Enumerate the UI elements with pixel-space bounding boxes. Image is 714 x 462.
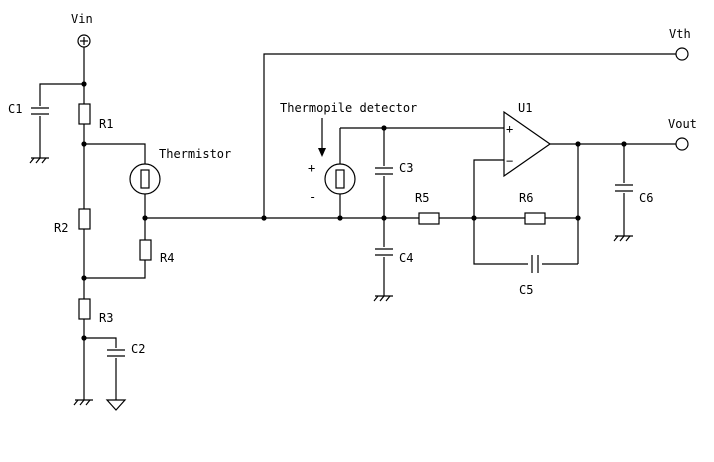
label-c4: C4 [399,251,413,265]
label-c6: C6 [639,191,653,205]
ground-c2-triangle-icon [105,399,127,411]
incident-radiation-arrow-icon [318,148,326,157]
label-c2: C2 [131,342,145,356]
label-vth: Vth [669,27,691,41]
label-r4: R4 [160,251,174,265]
label-r2: R2 [54,221,68,235]
label-thermopile-plus: + [308,161,315,175]
resistor-r3 [78,298,91,320]
label-c1: C1 [8,102,22,116]
junction-dots [81,81,627,341]
resistor-r2 [78,208,91,230]
label-r1: R1 [99,117,113,131]
label-r6: R6 [519,191,533,205]
capacitor-c2 [106,348,126,358]
ground-c4-icon [373,295,393,302]
resistor-r4 [139,239,152,261]
ground-c6-icon [613,235,633,242]
label-thermopile-minus: - [309,190,316,204]
label-u1: U1 [518,101,532,115]
label-vout: Vout [668,117,697,131]
resistor-r6 [524,212,546,225]
wires [39,47,676,400]
capacitor-c6 [614,183,634,193]
label-thermistor: Thermistor [159,147,231,161]
resistor-r1 [78,103,91,125]
vth-terminal [675,47,689,61]
ground-left-rail-icon [73,399,93,406]
capacitor-c5 [530,254,540,274]
resistor-r5 [418,212,440,225]
label-op-amp-minus: − [506,154,513,168]
thermistor [129,163,161,195]
capacitor-c1 [30,106,50,116]
label-thermopile-detector: Thermopile detector [280,101,417,115]
label-c3: C3 [399,161,413,175]
label-c5: C5 [519,283,533,297]
label-r5: R5 [415,191,429,205]
op-amp-u1 [503,110,552,178]
label-r3: R3 [99,311,113,325]
thermopile-detector [318,118,356,195]
capacitor-c4 [374,247,394,257]
ground-c1-icon [29,157,49,164]
capacitor-c3 [374,166,394,176]
label-vin: Vin [71,12,93,26]
vin-terminal [77,34,91,48]
vout-terminal [675,137,689,151]
label-op-amp-plus: + [506,122,513,136]
